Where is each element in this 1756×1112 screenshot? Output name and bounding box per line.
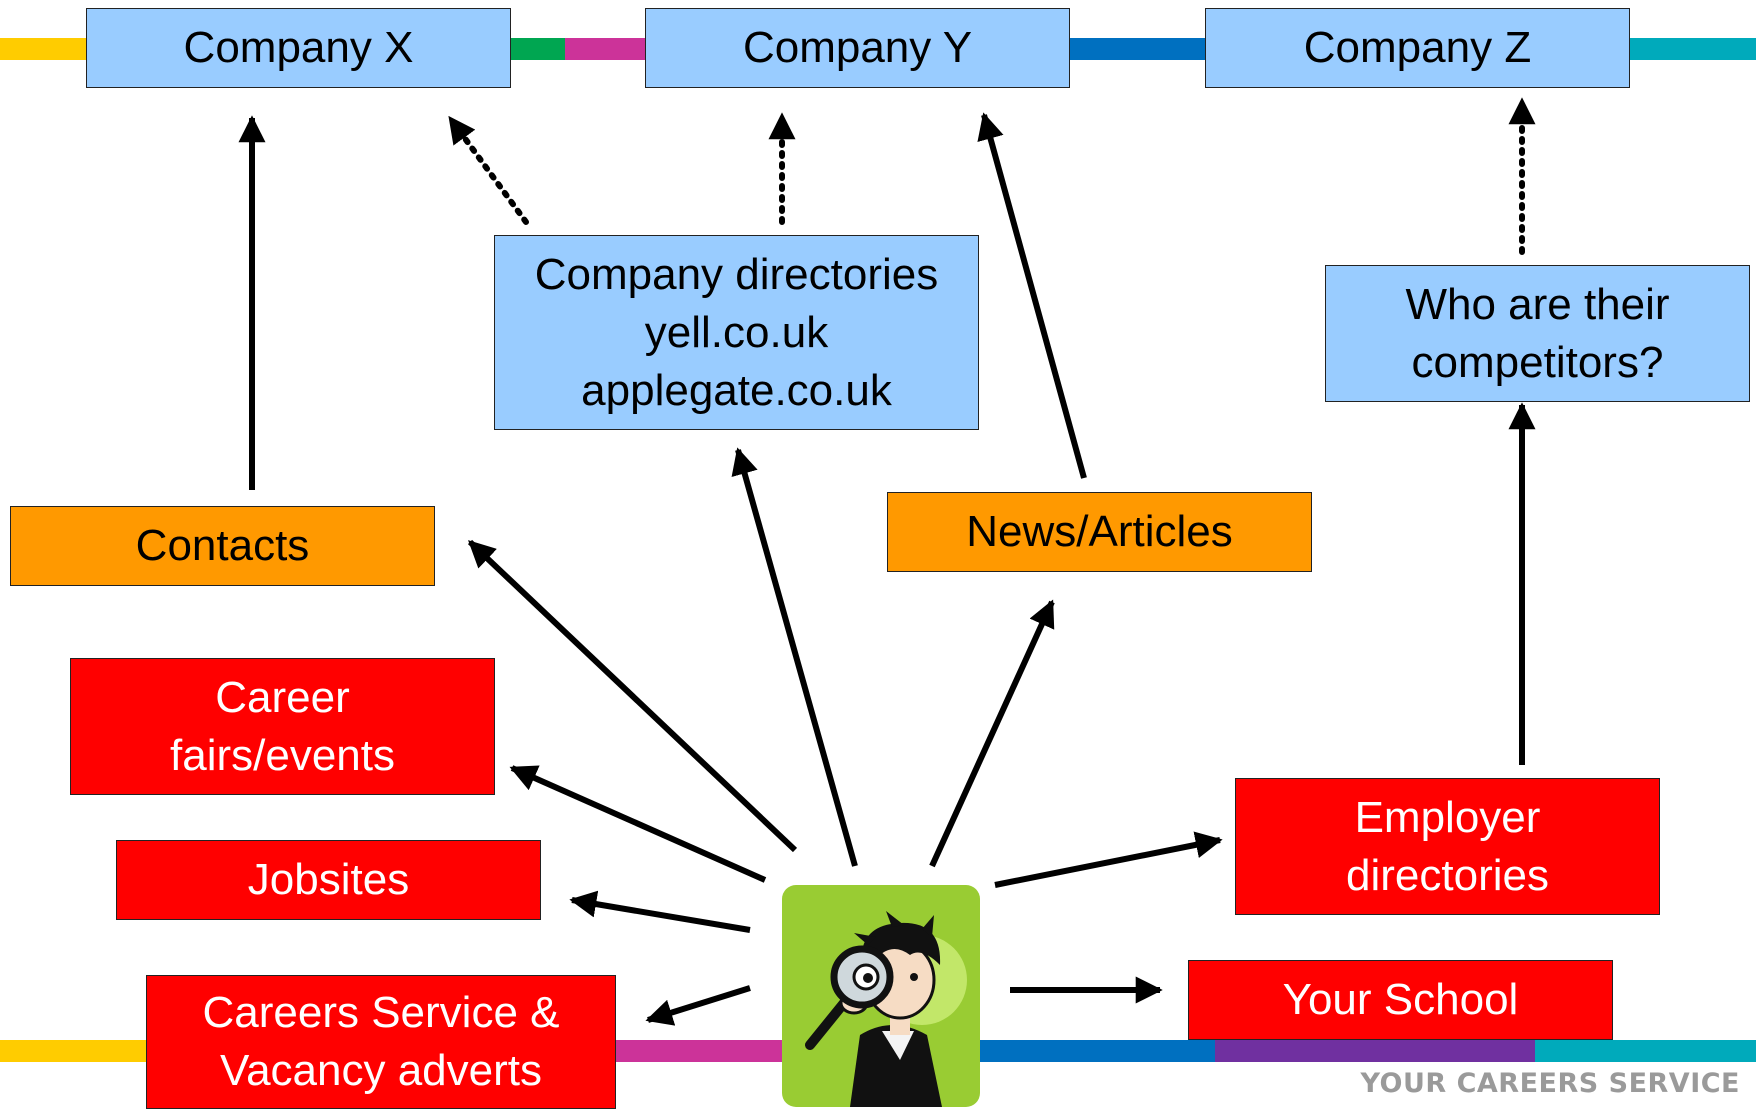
news-articles-box: News/Articles [887,492,1312,572]
competitors-box: Who are their competitors? [1325,265,1750,402]
company-z-box: Company Z [1205,8,1630,88]
arrow-to-news-articles [929,599,1055,868]
arrow-to-careers-service [645,985,751,1026]
employer-directories-box: Employer directories [1235,778,1660,915]
arrow-to-jobsites [569,890,751,933]
career-fairs-box: Career fairs/events [70,658,495,795]
your-school-box: Your School [1188,960,1613,1040]
bottom-stripe-yellow [0,1040,150,1062]
company-directories-box: Company directories yell.co.uk applegate… [494,235,979,430]
contacts-box: Contacts [10,506,435,586]
brand-footer: YOUR CAREERS SERVICE [1360,1068,1740,1099]
arrow-to-company-directories [731,447,858,867]
top-stripe-teal [1625,38,1756,60]
dotted-arrow-directories-to-company-x [447,115,529,225]
jobsites-box: Jobsites [116,840,541,920]
arrow-to-career-fairs [509,765,767,883]
arrow-news-to-company-y [977,112,1087,479]
company-x-box: Company X [86,8,511,88]
careers-service-box: Careers Service & Vacancy adverts [146,975,616,1109]
top-stripe-yellow [0,38,100,60]
bottom-stripe-purple [1215,1040,1535,1062]
bottom-stripe-magenta [610,1040,785,1062]
top-stripe-green [505,38,565,60]
company-y-box: Company Y [645,8,1070,88]
top-stripe-blue [1070,38,1210,60]
bottom-stripe-blue [975,1040,1215,1062]
detective-icon [782,885,980,1107]
bottom-stripe-teal [1535,1040,1756,1062]
arrow-to-employer-directories [994,831,1223,888]
top-stripe-magenta [565,38,645,60]
detective-magnifying-glass-icon [782,885,980,1107]
arrow-to-contacts [467,539,798,853]
